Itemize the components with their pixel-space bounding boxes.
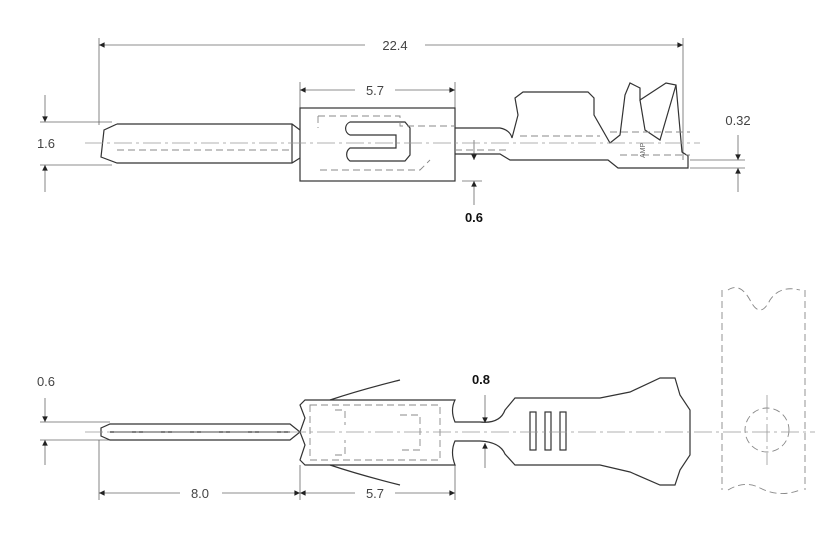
bottom-view: 0.6 0.8 8.0 5.7 — [37, 287, 815, 501]
dimension-body-length-bottom: 5.7 — [299, 486, 456, 501]
pin-length-label: 8.0 — [191, 486, 209, 501]
dimension-tip-thickness: 0.32 — [725, 113, 751, 192]
tip-thickness-label: 0.32 — [725, 113, 750, 128]
top-view: 22.4 5.7 1.6 0.6 0.32 — [37, 38, 751, 225]
dimension-pin-diameter: 1.6 — [37, 95, 55, 192]
dimension-overall-length: 22.4 — [99, 38, 683, 53]
pin-width-label: 0.6 — [37, 374, 55, 389]
overall-length-label: 22.4 — [382, 38, 407, 53]
wire-barrel-detail — [721, 287, 806, 494]
pin-diameter-label: 1.6 — [37, 136, 55, 151]
dimension-neck-width: 0.8 — [472, 372, 490, 468]
dimension-pin-width: 0.6 — [37, 374, 55, 465]
terminal-top-outline: AMP — [100, 82, 690, 182]
dimension-strip-thickness: 0.6 — [465, 140, 483, 225]
strip-thickness-label: 0.6 — [465, 210, 483, 225]
neck-width-label: 0.8 — [472, 372, 490, 387]
dimension-body-length-top: 5.7 — [299, 83, 456, 98]
body-length-bottom-label: 5.7 — [366, 486, 384, 501]
terminal-bottom-outline — [100, 377, 691, 486]
dimension-pin-length: 8.0 — [99, 486, 301, 501]
amp-marking: AMP — [640, 143, 647, 159]
body-length-label: 5.7 — [366, 83, 384, 98]
